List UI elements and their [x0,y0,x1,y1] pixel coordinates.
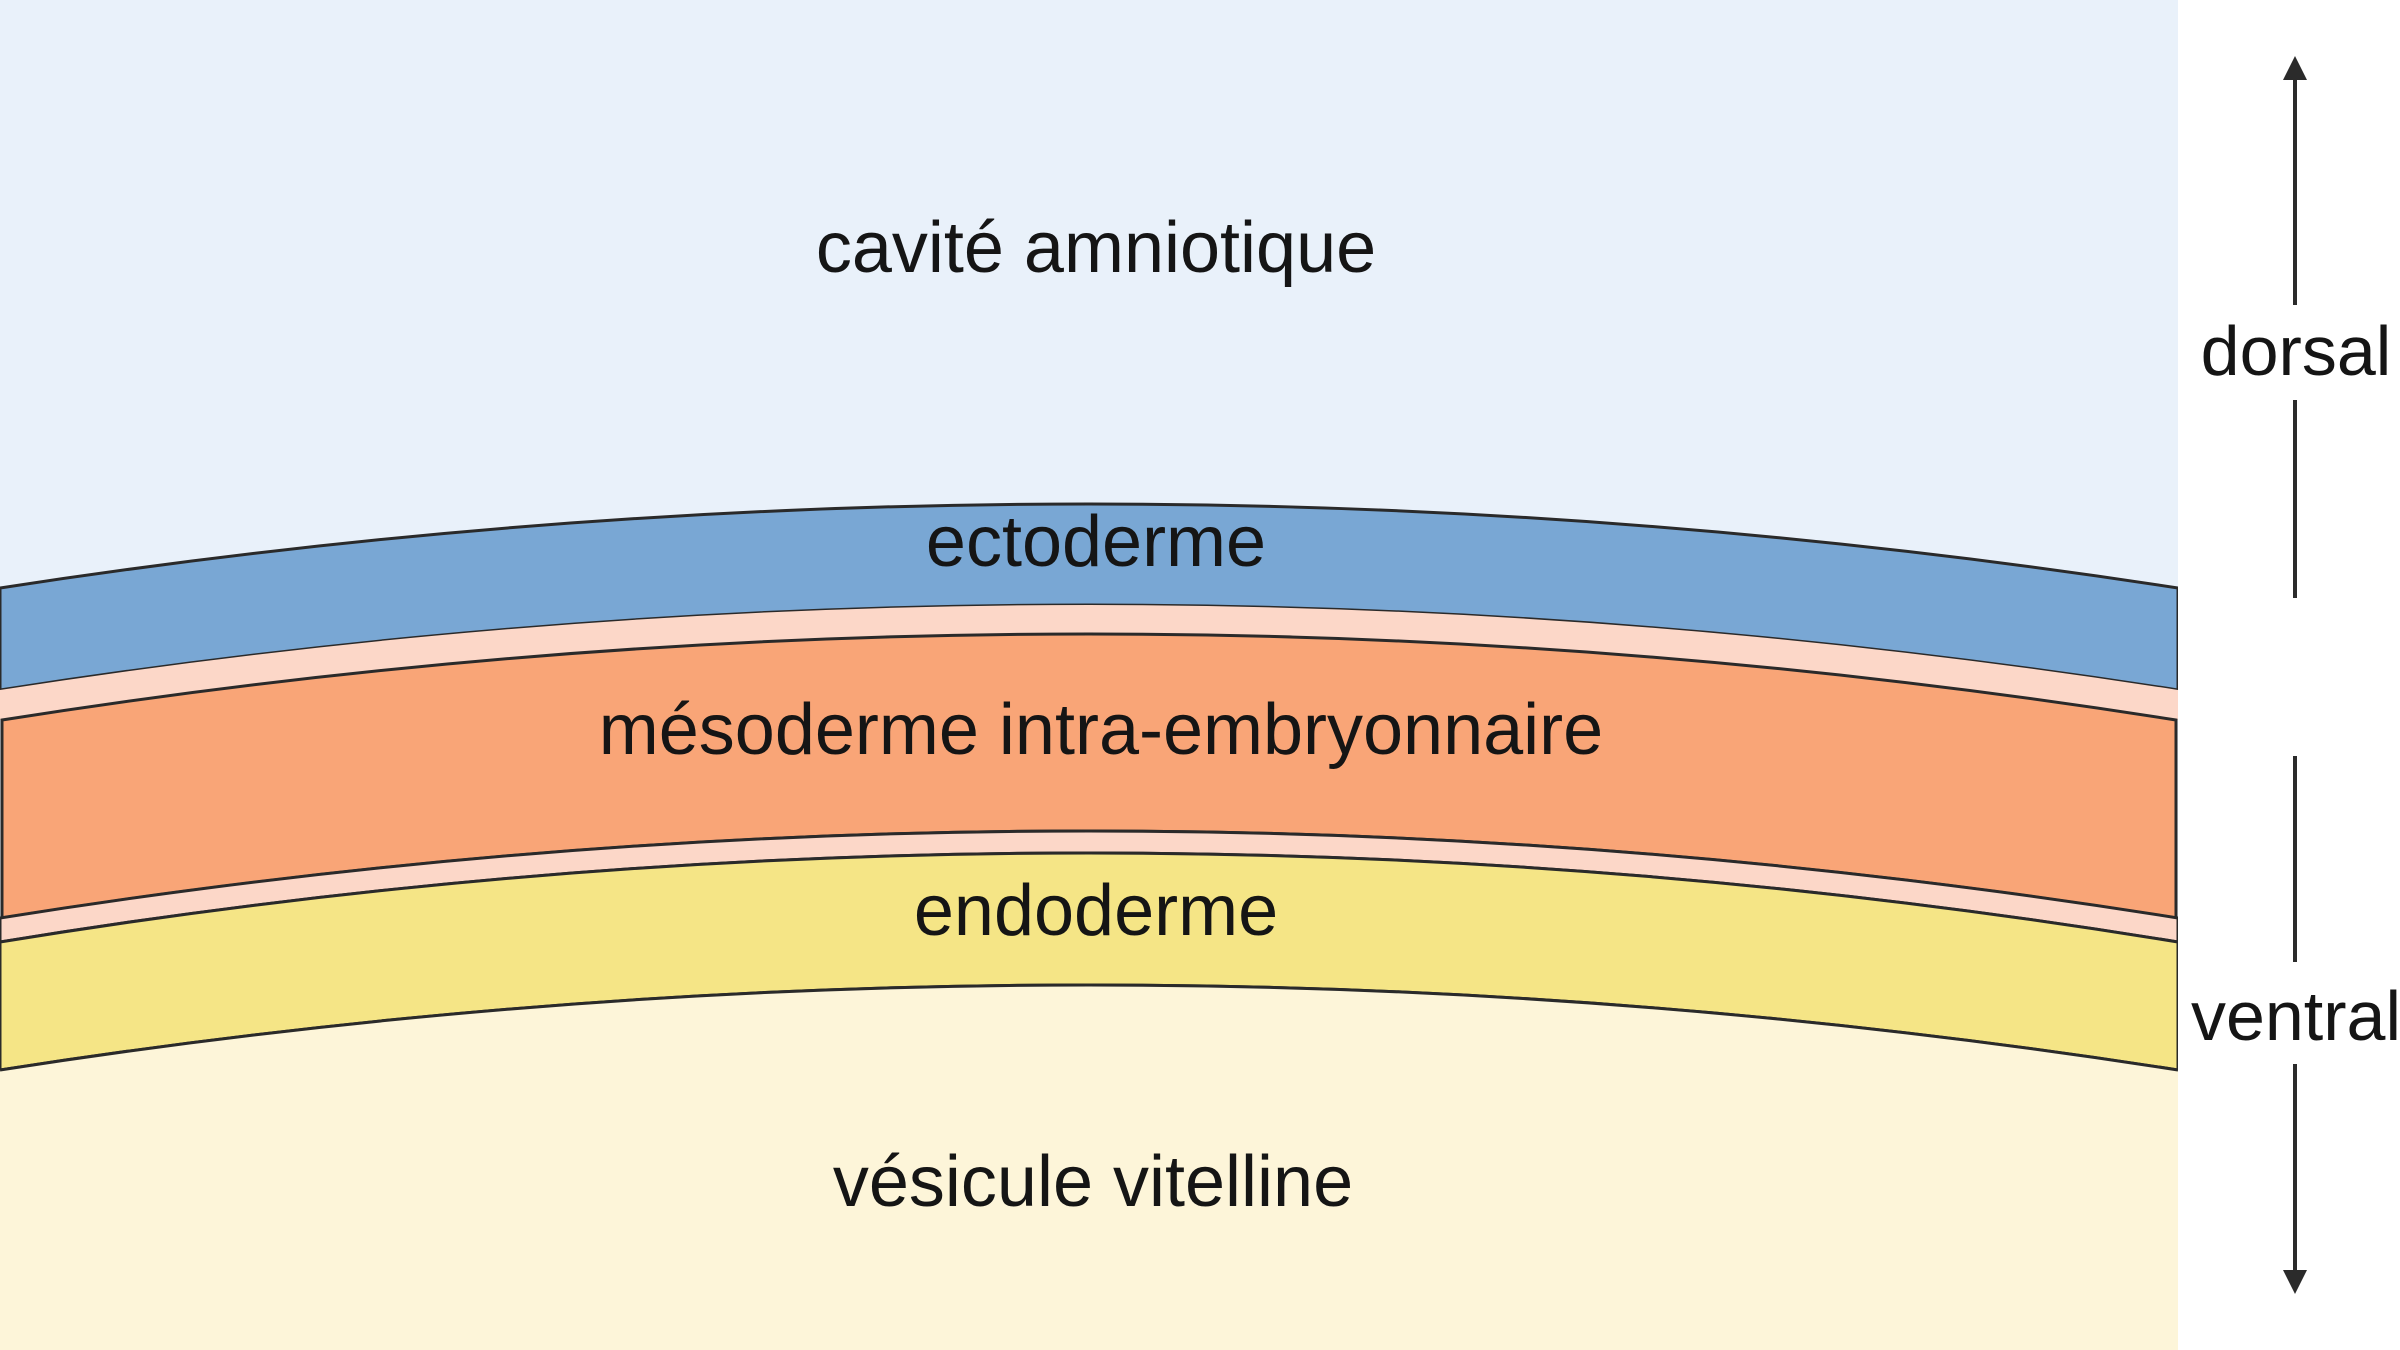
mesoderm-label: mésoderme intra-embryonnaire [599,690,1603,770]
endoderm-label: endoderme [914,871,1278,951]
ectoderm-label: ectoderme [926,502,1266,582]
yolk-sac-region [0,985,2178,1350]
side-panel [2178,0,2400,1350]
ventral-label: ventral [2191,977,2400,1055]
yolk-sac-label: vésicule vitelline [833,1142,1353,1222]
yolk-sac-boundary [0,983,2178,1072]
ecto-meso-gap [0,605,2178,720]
dorsal-label: dorsal [2201,312,2392,390]
amniotic-cavity-label: cavité amniotique [816,208,1376,288]
